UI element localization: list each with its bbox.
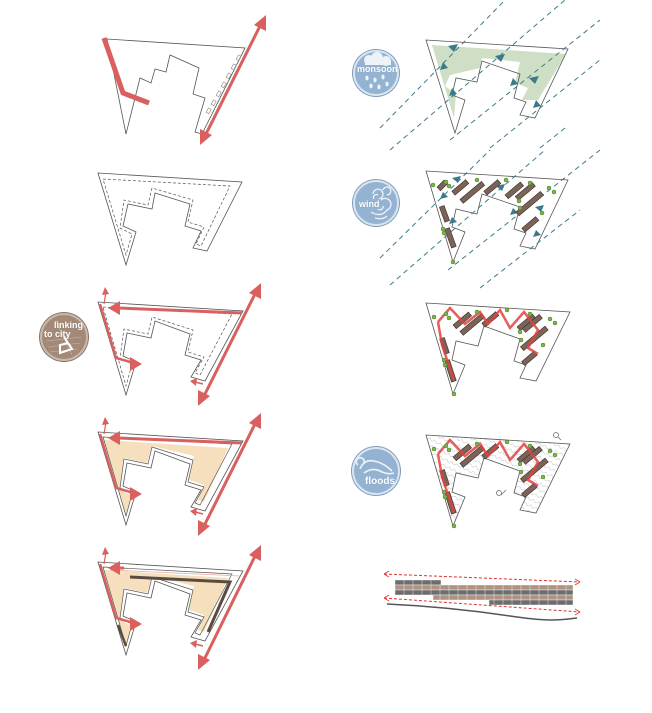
street-frontage-units xyxy=(205,54,242,115)
site-plan-svg xyxy=(97,545,261,670)
path-arrow-icon xyxy=(45,320,83,356)
tree-icons xyxy=(431,307,558,397)
badge-label: floods xyxy=(365,476,395,487)
site-plan-svg xyxy=(97,172,243,267)
arrow-icon xyxy=(98,417,243,516)
wave-icon xyxy=(355,456,395,475)
diagram-monsoon xyxy=(370,0,610,151)
ground-line xyxy=(386,603,578,621)
badge-floods: floods xyxy=(352,447,400,495)
diagram-floods xyxy=(410,420,590,535)
edge-highlight xyxy=(101,37,150,106)
site-plan-svg xyxy=(97,413,261,536)
arrow-icon xyxy=(98,287,243,386)
water-level-marker-icon xyxy=(496,432,562,496)
building-blocks xyxy=(436,179,544,249)
diagram-built-edge xyxy=(90,540,270,675)
diagram-setback xyxy=(90,160,250,275)
diagram-linking-city xyxy=(90,280,270,410)
arrow-icon xyxy=(98,547,204,648)
cloud-rain-icon xyxy=(364,52,391,90)
path-line xyxy=(437,438,540,488)
diagram-section xyxy=(370,560,600,630)
diagram-buildable-area xyxy=(90,410,270,540)
badge-label: wind xyxy=(358,199,381,209)
arrow-icon xyxy=(440,44,541,108)
badge-label: monsoon xyxy=(357,64,398,74)
wind-vectors xyxy=(379,149,601,289)
arrow-icon xyxy=(383,570,581,616)
site-plan-svg xyxy=(379,149,601,289)
section-svg xyxy=(383,570,581,621)
badge-label: linking xyxy=(54,320,83,330)
tree-icons xyxy=(430,177,557,265)
badge-wind: wind xyxy=(353,180,399,226)
diagram-site-edges xyxy=(90,10,280,150)
envelope-dashed xyxy=(383,573,581,613)
rain-vectors xyxy=(379,0,601,151)
badge-label: to city xyxy=(44,329,71,339)
double-arrow-icon xyxy=(198,413,261,536)
double-arrow-icon xyxy=(198,545,261,670)
path-line xyxy=(437,306,540,356)
site-plan-svg xyxy=(101,15,266,145)
section-blocks xyxy=(394,579,574,606)
badge-linking-to-city: linking to city xyxy=(40,313,88,361)
site-plan-svg xyxy=(425,432,571,529)
site-plan-svg xyxy=(97,283,261,406)
site-plan-svg xyxy=(425,302,571,397)
double-arrow-icon xyxy=(198,283,261,406)
diagram-pedestrian-path xyxy=(410,290,590,400)
double-arrow-icon xyxy=(200,15,266,145)
site-plan-svg xyxy=(379,0,601,151)
badge-monsoon: monsoon xyxy=(353,50,399,96)
wind-swirl-icon xyxy=(370,186,392,220)
built-edge xyxy=(129,575,233,633)
tree-icons xyxy=(431,439,558,529)
diagram-wind xyxy=(370,149,610,290)
